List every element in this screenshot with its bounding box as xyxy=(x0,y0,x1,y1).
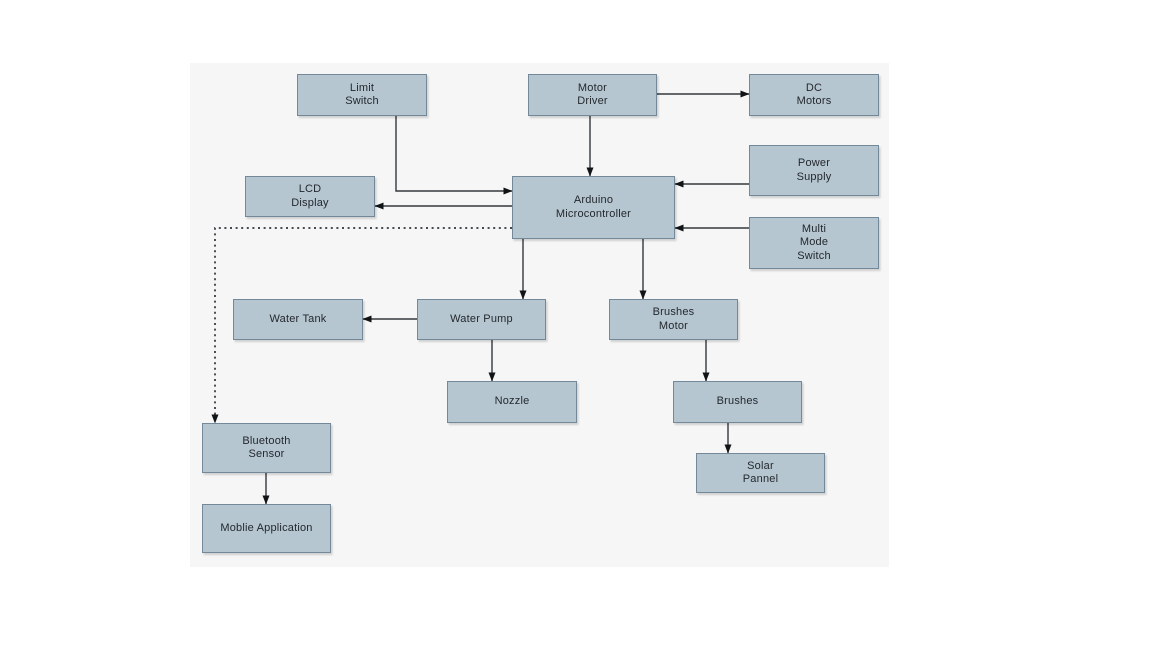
node-solar-pannel: Solar Pannel xyxy=(696,453,825,493)
node-brushes: Brushes xyxy=(673,381,802,423)
node-multi-mode-switch-label: Multi Mode Switch xyxy=(797,222,831,262)
node-motor-driver: Motor Driver xyxy=(528,74,657,116)
node-water-tank-label: Water Tank xyxy=(269,312,327,325)
node-arduino-microcontroller: Arduino Microcontroller xyxy=(512,176,675,239)
node-dc-motors-label: DC Motors xyxy=(796,81,832,108)
node-bluetooth-sensor-label: Bluetooth Sensor xyxy=(242,434,291,461)
node-dc-motors: DC Motors xyxy=(749,74,879,116)
node-brushes-motor: Brushes Motor xyxy=(609,299,738,340)
node-multi-mode-switch: Multi Mode Switch xyxy=(749,217,879,269)
node-water-tank: Water Tank xyxy=(233,299,363,340)
node-limit-switch-label: Limit Switch xyxy=(345,81,379,108)
node-water-pump-label: Water Pump xyxy=(450,312,513,325)
node-bluetooth-sensor: Bluetooth Sensor xyxy=(202,423,331,473)
node-limit-switch: Limit Switch xyxy=(297,74,427,116)
node-arduino-microcontroller-label: Arduino Microcontroller xyxy=(555,194,632,220)
node-nozzle-label: Nozzle xyxy=(494,395,530,408)
node-water-pump: Water Pump xyxy=(417,299,546,340)
node-motor-driver-label: Motor Driver xyxy=(577,81,608,108)
node-moblie-application-label: Moblie Application xyxy=(220,521,313,534)
node-lcd-display: LCD Display xyxy=(245,176,375,217)
node-power-supply-label: Power Supply xyxy=(796,157,832,183)
node-solar-pannel-label: Solar Pannel xyxy=(742,459,779,486)
node-brushes-label: Brushes xyxy=(716,395,759,408)
node-power-supply: Power Supply xyxy=(749,145,879,196)
node-lcd-display-label: LCD Display xyxy=(291,183,329,209)
node-moblie-application: Moblie Application xyxy=(202,504,331,553)
node-nozzle: Nozzle xyxy=(447,381,577,423)
node-brushes-motor-label: Brushes Motor xyxy=(652,306,695,332)
